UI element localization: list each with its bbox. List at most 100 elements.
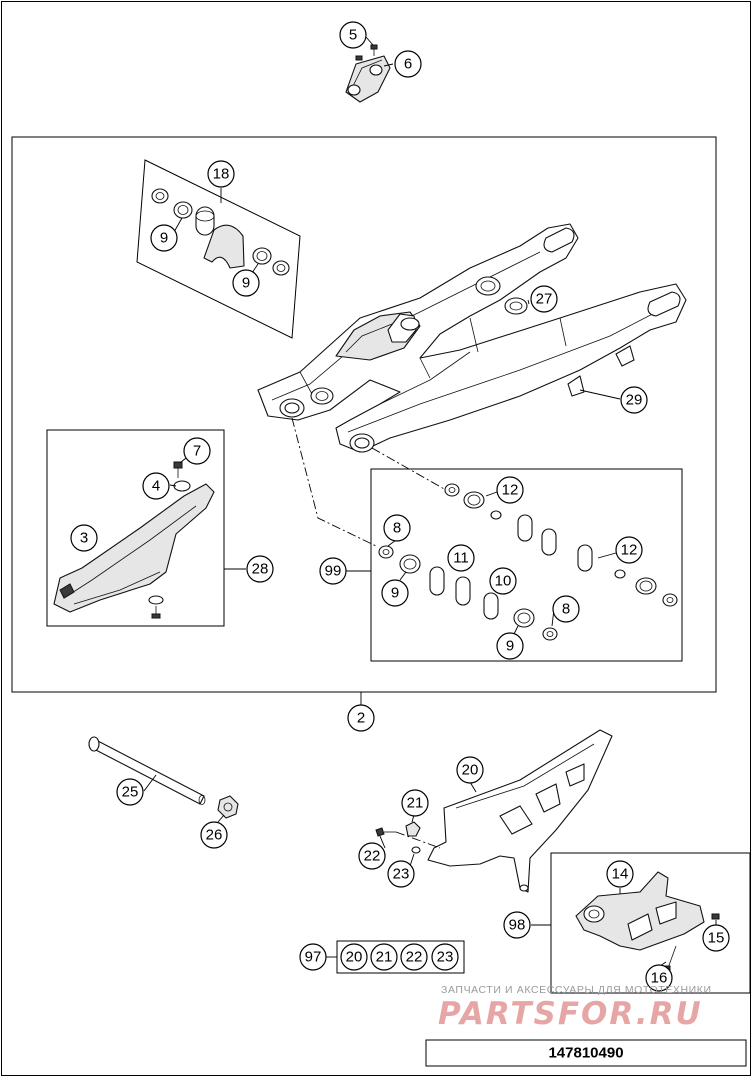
callout-22: 22 xyxy=(358,842,386,870)
svg-text:9: 9 xyxy=(391,585,399,602)
bushing-27 xyxy=(504,297,528,315)
document-number: 147810490 xyxy=(548,1045,623,1062)
leader-9d xyxy=(513,625,519,635)
svg-text:12: 12 xyxy=(502,482,519,499)
pivot-axis-line-1 xyxy=(291,417,377,547)
svg-text:14: 14 xyxy=(612,866,629,883)
callout-29: 29 xyxy=(620,386,648,414)
callout-99: 99 xyxy=(319,557,347,585)
svg-text:27: 27 xyxy=(536,291,553,308)
svg-text:23: 23 xyxy=(393,866,410,883)
svg-text:97: 97 xyxy=(305,949,322,966)
chain-guide-frame xyxy=(550,852,751,994)
callout-6: 6 xyxy=(394,50,422,78)
svg-text:25: 25 xyxy=(122,784,139,801)
swingarm-group-frame xyxy=(11,136,717,693)
svg-text:8: 8 xyxy=(562,601,570,618)
svg-text:18: 18 xyxy=(213,166,230,183)
callout-8: 8 xyxy=(383,514,411,542)
screw-washer-21-22-23 xyxy=(375,821,421,854)
leader-12b xyxy=(597,552,617,559)
watermark-tagline: ЗАПЧАСТИ И АКСЕССУАРЫ ДЛЯ МОТОТЕХНИКИ xyxy=(441,984,712,996)
callout-26: 26 xyxy=(200,821,228,849)
leader-5 xyxy=(365,36,374,46)
document-number-frame xyxy=(425,1039,747,1067)
svg-text:12: 12 xyxy=(621,542,638,559)
chain-slider-top-part xyxy=(345,44,391,103)
callout-15: 15 xyxy=(702,924,730,952)
swingarm-body xyxy=(257,223,687,453)
callout-18: 18 xyxy=(207,160,235,188)
leader-7 xyxy=(179,457,187,464)
svg-text:10: 10 xyxy=(495,573,512,590)
svg-text:29: 29 xyxy=(626,392,643,409)
bearing-set-frame xyxy=(136,159,301,339)
svg-text:15: 15 xyxy=(708,930,725,947)
watermark-logo: PARTSFOR.RU xyxy=(438,996,703,1032)
svg-text:9: 9 xyxy=(506,638,514,655)
callout-8: 8 xyxy=(552,595,580,623)
callout-5: 5 xyxy=(339,21,367,49)
svg-text:8: 8 xyxy=(393,520,401,537)
svg-text:22: 22 xyxy=(364,848,381,865)
callout-9: 9 xyxy=(496,632,524,660)
leader-23 xyxy=(409,853,415,867)
callout-21: 21 xyxy=(401,789,429,817)
guard-fastener-line xyxy=(395,831,441,849)
callout-98: 98 xyxy=(503,911,531,939)
chain-guide-14 xyxy=(575,871,720,971)
leader-26 xyxy=(217,814,225,823)
svg-text:20: 20 xyxy=(346,949,363,966)
svg-text:2: 2 xyxy=(357,710,365,727)
callout-28: 28 xyxy=(246,555,274,583)
svg-text:11: 11 xyxy=(453,550,469,567)
swingarm-axle-25 xyxy=(88,736,206,805)
svg-text:6: 6 xyxy=(404,56,412,73)
callout-9: 9 xyxy=(232,269,260,297)
callout-9: 9 xyxy=(150,224,178,252)
callout-3: 3 xyxy=(70,524,98,552)
leader-22 xyxy=(379,835,386,849)
svg-text:23: 23 xyxy=(437,949,454,966)
bearing-kit-99 xyxy=(378,483,678,641)
callout-2: 2 xyxy=(347,704,375,732)
svg-text:16: 16 xyxy=(651,970,668,987)
callout-27: 27 xyxy=(530,285,558,313)
callout-10: 10 xyxy=(489,567,517,595)
leader-12a xyxy=(485,491,498,497)
svg-text:4: 4 xyxy=(152,478,160,495)
svg-text:3: 3 xyxy=(80,530,88,547)
callout-97: 97 xyxy=(299,943,327,971)
svg-text:99: 99 xyxy=(325,563,342,580)
leader-4 xyxy=(169,484,177,487)
leader-6 xyxy=(383,63,394,67)
callout-23: 23 xyxy=(387,860,415,888)
chain-guard-20 xyxy=(427,729,613,893)
leader-27 xyxy=(527,299,530,305)
svg-text:9: 9 xyxy=(242,275,250,292)
chain-slider-frame xyxy=(46,429,225,627)
svg-text:7: 7 xyxy=(193,443,201,460)
svg-text:21: 21 xyxy=(376,949,393,966)
svg-text:9: 9 xyxy=(160,230,168,247)
svg-text:21: 21 xyxy=(407,795,424,812)
callout-14: 14 xyxy=(606,860,634,888)
callout-23: 23 xyxy=(431,943,459,971)
callout-22: 22 xyxy=(400,943,428,971)
axle-nut-26 xyxy=(217,795,239,819)
leader-25 xyxy=(143,774,157,792)
svg-text:28: 28 xyxy=(252,561,269,578)
callout-12: 12 xyxy=(496,476,524,504)
leader-20 xyxy=(469,781,477,793)
callout-25: 25 xyxy=(116,778,144,806)
leader-29 xyxy=(579,389,621,400)
svg-text:26: 26 xyxy=(206,827,223,844)
bearing-kit-frame xyxy=(370,468,683,662)
leader-9c xyxy=(399,571,407,581)
callout-12: 12 xyxy=(615,536,643,564)
leader-9a xyxy=(173,217,183,233)
callout-11: 11 xyxy=(447,544,475,572)
callout-9: 9 xyxy=(381,579,409,607)
